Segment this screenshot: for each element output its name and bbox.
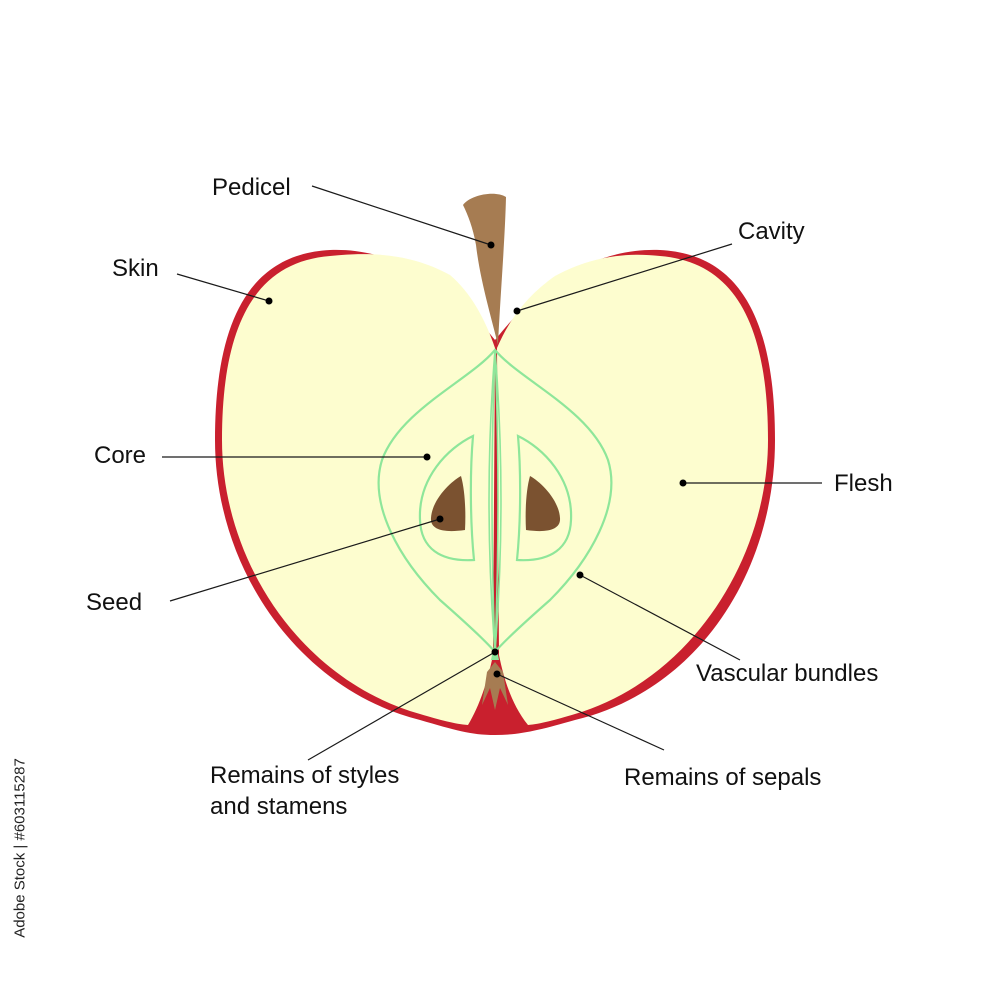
leader-lines — [162, 185, 822, 761]
seed-locule-right — [515, 434, 573, 562]
apple-flesh-right — [497, 254, 768, 725]
label-core: Core — [94, 442, 147, 469]
label-styles-line2: and stamens — [210, 793, 348, 821]
sepals-remains — [482, 662, 508, 710]
label-cavity: Cavity — [738, 218, 805, 245]
pedicel-stem — [463, 193, 506, 345]
label-remains-of-styles: Remains of styles and stamens — [210, 760, 399, 822]
label-vascular-bundles: Vascular bundles — [696, 660, 879, 687]
label-flesh: Flesh — [834, 470, 893, 497]
seed-right — [525, 476, 561, 532]
label-remains-of-sepals: Remains of sepals — [624, 764, 822, 791]
label-seed: Seed — [86, 589, 143, 616]
seed-locule-left — [418, 434, 476, 562]
label-styles-line1: Remains of styles — [210, 762, 400, 789]
central-vascular-strands — [488, 349, 502, 653]
stock-id-watermark: Adobe Stock | #603115287 — [8, 758, 32, 938]
label-skin: Skin — [112, 255, 159, 282]
label-pedicel: Pedicel — [212, 174, 291, 201]
stock-id-text: Adobe Stock | #603115287 — [11, 758, 29, 938]
leader-dots — [265, 241, 687, 678]
apple-flesh-left — [222, 254, 495, 725]
